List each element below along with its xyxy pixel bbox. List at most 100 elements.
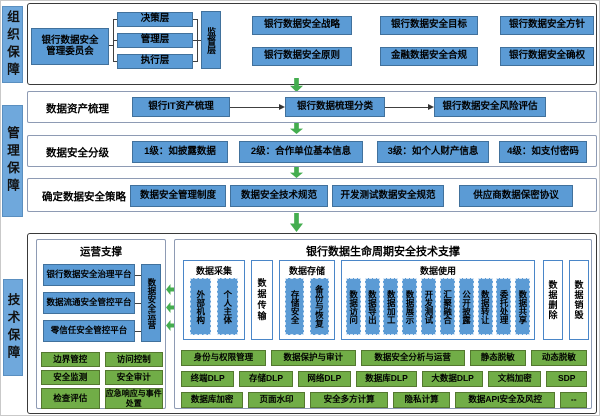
ops-tool-row: 边界管控 访问控制	[41, 352, 163, 367]
connector-line	[113, 19, 117, 20]
execution-layer-box: 执行层	[117, 54, 193, 69]
tech-tool-box: 数据API安全及风控	[455, 392, 556, 408]
data-asset-row: 数据资产梳理 银行IT资产梳理 银行数据梳理分类 银行数据安全风险评估	[27, 91, 597, 123]
tech-tool-row: 终端DLP 存储DLP 网络DLP 数据库DLP 大数据DLP 文档加密 SDP	[181, 371, 587, 387]
lifecycle-item-box: 数据导出	[364, 278, 380, 335]
lifecycle-item-box: 外部机构	[190, 278, 211, 335]
strategy-box: 开发测试数据安全规范	[332, 185, 444, 207]
lifecycle-item-box: 开发测试	[421, 278, 437, 335]
decision-layer-box: 决策层	[117, 12, 193, 27]
strategy-box: 数据安全技术规范	[230, 185, 328, 207]
tech-section: 运营支撑 银行数据安全治理平台 数据流通安全管控平台 零信任安全管控平台 数据安…	[27, 233, 597, 414]
tech-tool-box: 页面水印	[248, 392, 305, 408]
tech-tool-box: 数据保护与审计	[270, 350, 356, 366]
tech-tool-box: 大数据DLP	[422, 371, 484, 387]
lifecycle-group-usage: 数据使用 数据访问 数据导出 数据加工 数据展示 开发测试 汇聚融合 公开披露 …	[341, 260, 535, 340]
flow-box: 银行IT资产梳理	[132, 97, 230, 117]
platform-box: 数据流通安全管控平台	[43, 292, 135, 314]
ops-title: 运营支撑	[80, 246, 122, 258]
tech-tool-box: 终端DLP	[181, 371, 235, 387]
flow-box: 银行数据梳理分类	[285, 97, 385, 117]
grade-box: 3级：如个人财产信息	[377, 141, 489, 163]
policy-box: 银行数据安全方针	[500, 16, 594, 35]
lifecycle-item-box: 汇聚融合	[439, 278, 455, 335]
tech-tool-box: 隐私计算	[393, 392, 451, 408]
lifecycle-panel: 银行数据生命周期安全技术支撑 数据采集 外部机构 个人主体 数据传输 数据存储 …	[174, 239, 592, 409]
lifecycle-group-storage: 数据存储 存储安全 备份与恢复	[279, 260, 335, 340]
arrow-down-icon	[290, 213, 303, 232]
row-title: 数据资产梳理	[46, 103, 109, 115]
ops-tool-row: 检查评估 应急响应与事件处置	[41, 388, 163, 409]
group-items: 外部机构 个人主体	[184, 278, 244, 335]
ops-tool-box: 边界管控	[41, 352, 100, 367]
group-items: 存储安全 备份与恢复	[280, 278, 334, 335]
tech-tool-box: 网络DLP	[297, 371, 352, 387]
flow-arrowhead-icon	[279, 104, 285, 110]
tech-tool-box: 动态脱敏	[530, 350, 587, 366]
ops-tool-row: 安全监测 安全审计	[41, 370, 163, 385]
strategy-box: 供应商数据保密协议	[459, 185, 573, 207]
group-items: 数据访问 数据导出 数据加工 数据展示 开发测试 汇聚融合 公开披露 数据转让 …	[342, 278, 534, 335]
strategy-box: 数据安全管理制度	[130, 185, 226, 207]
policy-box: 银行数据安全战略	[252, 16, 352, 35]
platform-box: 零信任安全管控平台	[43, 320, 135, 342]
connector-line	[197, 40, 201, 41]
management-layer-box: 管理层	[117, 33, 193, 48]
connector-line	[193, 19, 197, 20]
lifecycle-group-collection: 数据采集 外部机构 个人主体	[183, 260, 245, 340]
tech-tool-box: 文档加密	[488, 371, 542, 387]
org-guarantee-tab: 组织保障	[2, 6, 23, 83]
tech-tool-box: --	[560, 392, 588, 408]
tech-tool-box: 静态脱敏	[469, 350, 526, 366]
tech-tool-box: 安全多方计算	[309, 392, 389, 408]
grading-row: 数据安全分级 1级：如披露数据 2级：合作单位基本信息 3级：如个人财产信息 4…	[27, 135, 597, 167]
lifecycle-item-box: 存储安全	[285, 278, 305, 335]
data-destruction-box: 数据销毁	[569, 260, 589, 340]
arrow-down-icon	[290, 122, 303, 134]
grade-box: 1级：如披露数据	[132, 141, 228, 163]
group-title: 数据采集	[195, 266, 232, 276]
strategy-row: 确定数据安全策略 数据安全管理制度 数据安全技术规范 开发测试数据安全规范 供应…	[27, 178, 597, 212]
lifecycle-item-box: 数据共享	[515, 278, 531, 335]
connector-line	[193, 61, 197, 62]
connector-line	[109, 45, 113, 46]
arrow-down-icon	[290, 166, 303, 178]
tech-guarantee-tab: 技术保障	[3, 279, 23, 376]
flow-box: 银行数据安全风险评估	[434, 97, 546, 117]
lifecycle-item-box: 数据展示	[402, 278, 418, 335]
supervision-layer-box: 监督层	[201, 11, 221, 69]
ops-tool-box: 安全审计	[104, 370, 163, 385]
policy-box: 银行数据安全确权	[500, 47, 594, 66]
lifecycle-item-box: 委托处理	[496, 278, 512, 335]
connector-line	[135, 303, 141, 304]
ops-runtime-box: 数据安全运营	[141, 264, 161, 342]
tech-tool-box: SDP	[546, 371, 587, 387]
flow-arrow	[385, 107, 428, 108]
tech-tool-box: 身份与权限管理	[181, 350, 266, 366]
flow-arrow	[230, 107, 279, 108]
flow-arrowhead-icon	[428, 104, 434, 110]
lifecycle-title: 银行数据生命周期安全技术支撑	[306, 246, 460, 258]
data-transmission-box: 数据传输	[251, 260, 273, 340]
tech-tool-box: 数据库加密	[181, 392, 244, 408]
org-section: 银行数据安全管理委员会 决策层 管理层 执行层 监督层 银行数据安全战略 银行数…	[27, 3, 597, 85]
row-title: 确定数据安全策略	[42, 191, 126, 203]
ops-panel: 运营支撑 银行数据安全治理平台 数据流通安全管控平台 零信任安全管控平台 数据安…	[36, 239, 166, 409]
lifecycle-item-box: 数据访问	[345, 278, 361, 335]
tech-tool-box: 数据安全分析与运营	[360, 350, 465, 366]
ops-tool-box: 访问控制	[104, 352, 163, 367]
connector-line	[113, 40, 117, 41]
group-title: 数据使用	[419, 266, 456, 276]
tech-tool-row: 身份与权限管理 数据保护与审计 数据安全分析与运营 静态脱敏 动态脱敏	[181, 350, 587, 366]
lifecycle-item-box: 个人主体	[217, 278, 238, 335]
ops-tool-box: 应急响应与事件处置	[104, 388, 163, 409]
tech-tool-box: 存储DLP	[239, 371, 293, 387]
connector-line	[135, 275, 141, 276]
policy-box: 金融数据安全合规	[380, 47, 478, 66]
grade-box: 4级：如支付密码	[499, 141, 587, 163]
policy-box: 银行数据安全目标	[380, 16, 478, 35]
platform-box: 银行数据安全治理平台	[43, 264, 135, 286]
lifecycle-item-box: 数据加工	[383, 278, 399, 335]
grade-box: 2级：合作单位基本信息	[239, 141, 363, 163]
